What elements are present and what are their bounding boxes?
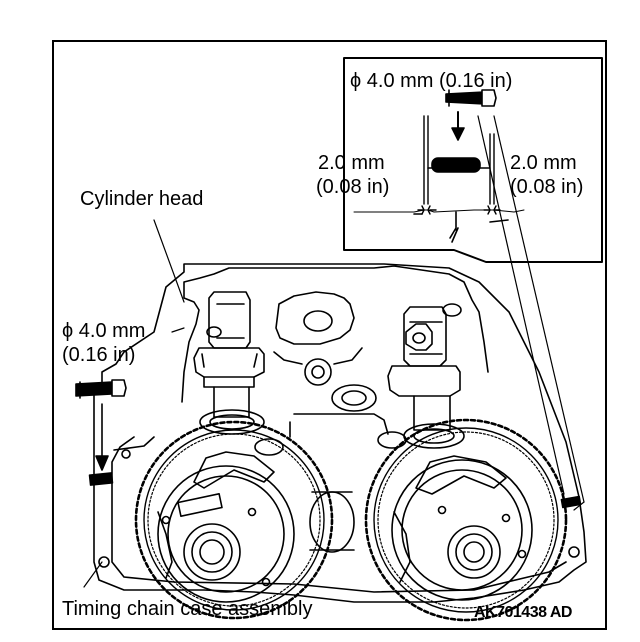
left-locking-pin xyxy=(75,379,127,399)
right-cam-sprocket xyxy=(364,418,568,622)
figure-frame: ϕ 4.0 mm (0.16 in) 2.0 mm (0.08 in) 2.0 … xyxy=(52,40,607,630)
detail-inset xyxy=(343,57,603,263)
right-locking-pin xyxy=(560,495,582,509)
inset-pin-diameter-label: ϕ 4.0 mm (0.16 in) xyxy=(350,70,513,92)
inset-gap-right-line1: 2.0 mm xyxy=(510,152,577,174)
inset-pin-section xyxy=(431,157,481,173)
right-timing-chain xyxy=(364,418,568,622)
inset-gap-left-line1: 2.0 mm xyxy=(318,152,385,174)
left-cam-sprocket xyxy=(134,420,334,620)
bolt-hole-lower-right xyxy=(568,546,580,558)
inset-leader-left xyxy=(477,115,565,495)
engine-diagram xyxy=(75,57,603,622)
timing-chain-case-leader xyxy=(83,561,103,588)
inset-gap-left-line2: (0.08 in) xyxy=(316,176,390,198)
left-pin-diameter-line2: (0.16 in) xyxy=(62,344,136,366)
bolt-hole-lower-left xyxy=(98,556,110,568)
inset-gap-right-line2: (0.08 in) xyxy=(510,176,584,198)
cylinder-head-leader xyxy=(153,219,185,303)
inset-leader-right xyxy=(493,115,585,503)
cylinder-head-label: Cylinder head xyxy=(80,188,204,210)
cylinder-head-outline xyxy=(181,265,489,403)
right-camshaft xyxy=(387,306,465,449)
left-timing-chain xyxy=(134,420,334,620)
timing-chain-case-label: Timing chain case assembly xyxy=(62,598,313,620)
head-boss-center xyxy=(275,291,355,345)
left-camshaft xyxy=(193,291,265,435)
left-pin-diameter-line1: ϕ 4.0 mm xyxy=(62,320,146,342)
figure-code: AK701438 AD xyxy=(474,604,572,621)
timing-chain-case-outline xyxy=(93,263,587,603)
inset-locking-pin xyxy=(445,89,497,107)
